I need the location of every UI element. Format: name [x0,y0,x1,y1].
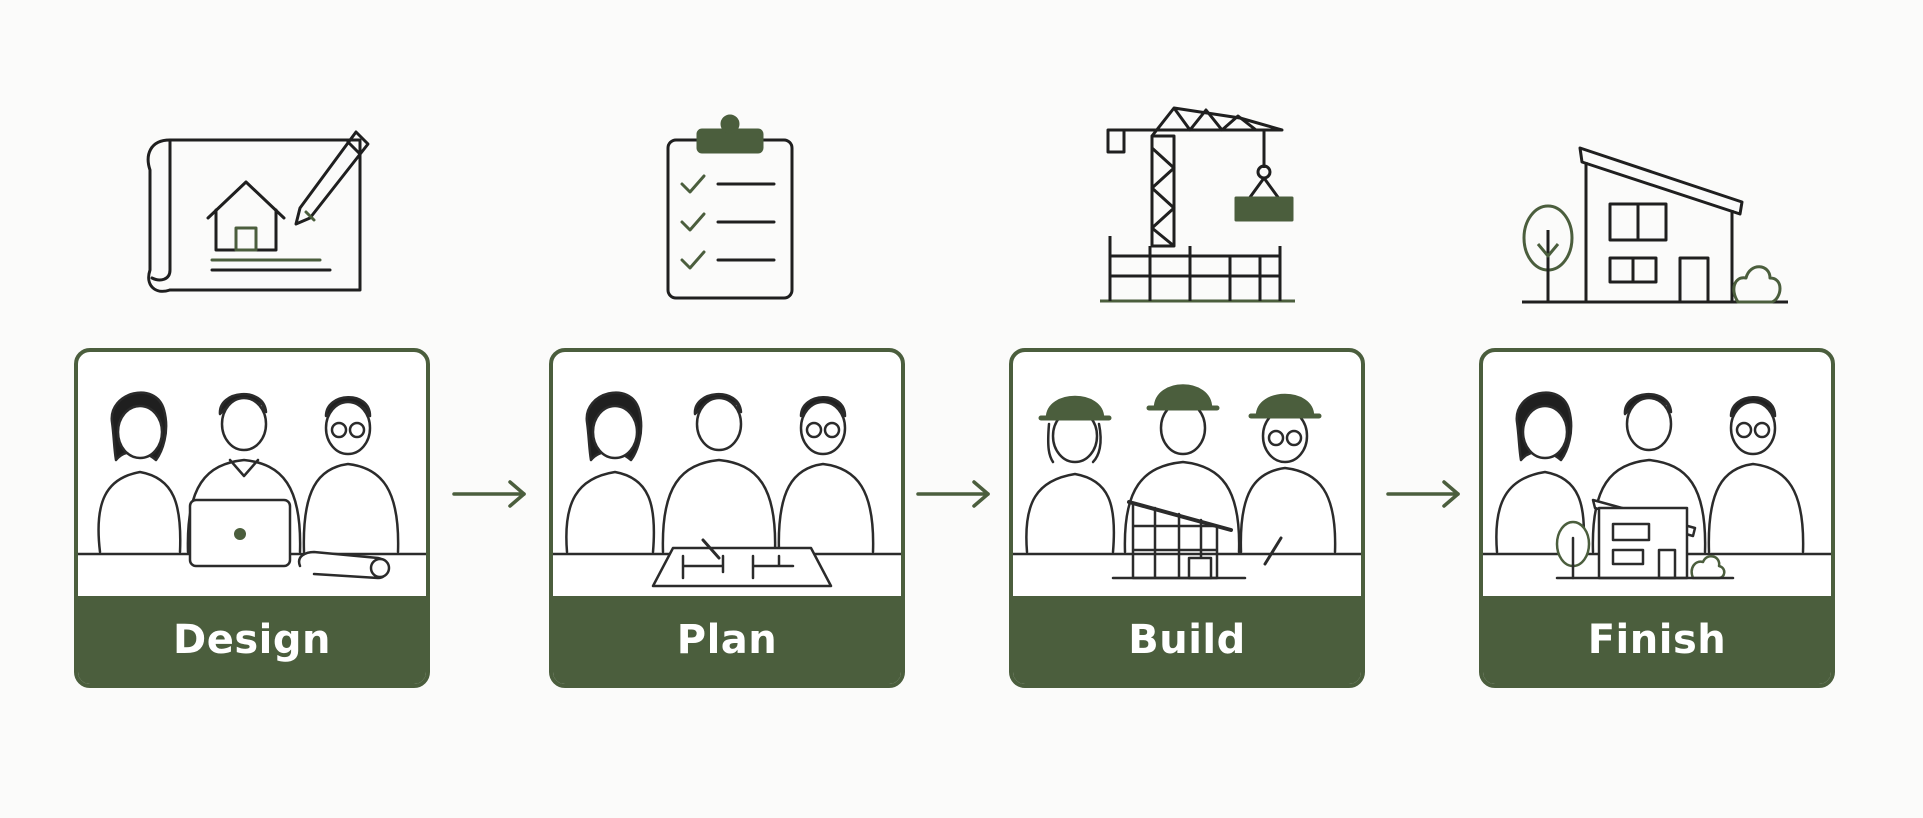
step-label: Design [78,596,426,684]
clipboard-checklist-icon [660,112,800,304]
arrow-right-icon [1386,480,1462,508]
team-with-completed-house-illustration [1483,352,1831,600]
team-at-laptop-illustration [78,352,426,600]
step-label: Build [1013,596,1361,684]
step-label: Finish [1483,596,1831,684]
finished-house-icon [1520,140,1790,310]
step-card-finish: Finish [1479,348,1835,688]
step-card-build: Build [1009,348,1365,688]
team-reviewing-floorplan-illustration [553,352,901,600]
step-card-design: Design [74,348,430,688]
tower-crane-icon [1090,96,1300,306]
step-card-plan: Plan [549,348,905,688]
step-label: Plan [553,596,901,684]
arrow-right-icon [452,480,528,508]
arrow-right-icon [916,480,992,508]
team-in-hard-hats-illustration [1013,352,1361,600]
blueprint-pencil-icon [140,120,380,300]
